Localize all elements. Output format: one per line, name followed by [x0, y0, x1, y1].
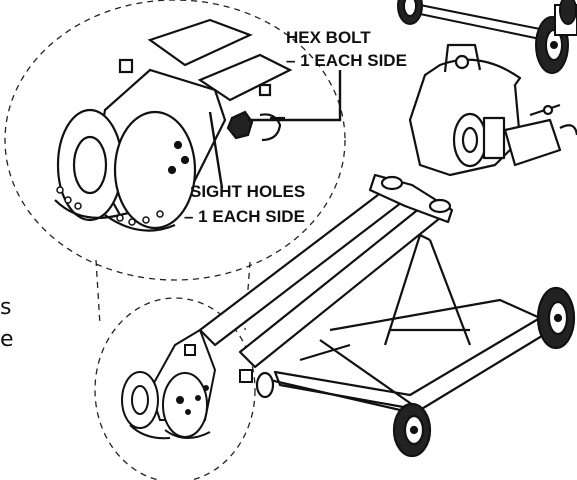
- sight-holes-leader: [208, 111, 224, 189]
- hex-bolt-leader: [248, 70, 342, 122]
- callout-leaders: [208, 70, 342, 189]
- top-wheel-assembly: [397, 0, 577, 74]
- a-frame: [383, 234, 472, 346]
- enlarged-sheave-right: [113, 110, 197, 230]
- cropped-text-line-2: e: [0, 327, 14, 352]
- small-pulley-assembly: [121, 328, 253, 440]
- cart-frame: [198, 43, 577, 458]
- hex-bolt: [226, 110, 254, 140]
- sight-holes-sublabel: – 1 EACH SIDE: [184, 207, 305, 226]
- detail-circle: [4, 0, 346, 281]
- sight-holes-label: SIGHT HOLES: [190, 182, 305, 201]
- cropped-text-line-1: s: [0, 295, 11, 320]
- sight-hole: [173, 140, 183, 150]
- connector-line-left: [95, 259, 101, 326]
- handle-loop: [443, 43, 482, 73]
- small-sheave-right: [162, 372, 208, 438]
- hex-bolt-sublabel: – 1 EACH SIDE: [286, 51, 407, 70]
- hex-bolt-label: HEX BOLT: [286, 28, 371, 47]
- enlarged-tube-lower: [197, 53, 293, 102]
- source-circle: [94, 297, 256, 480]
- enlarged-pulley-assembly: [54, 18, 293, 232]
- enlarged-tube-upper: [147, 18, 253, 67]
